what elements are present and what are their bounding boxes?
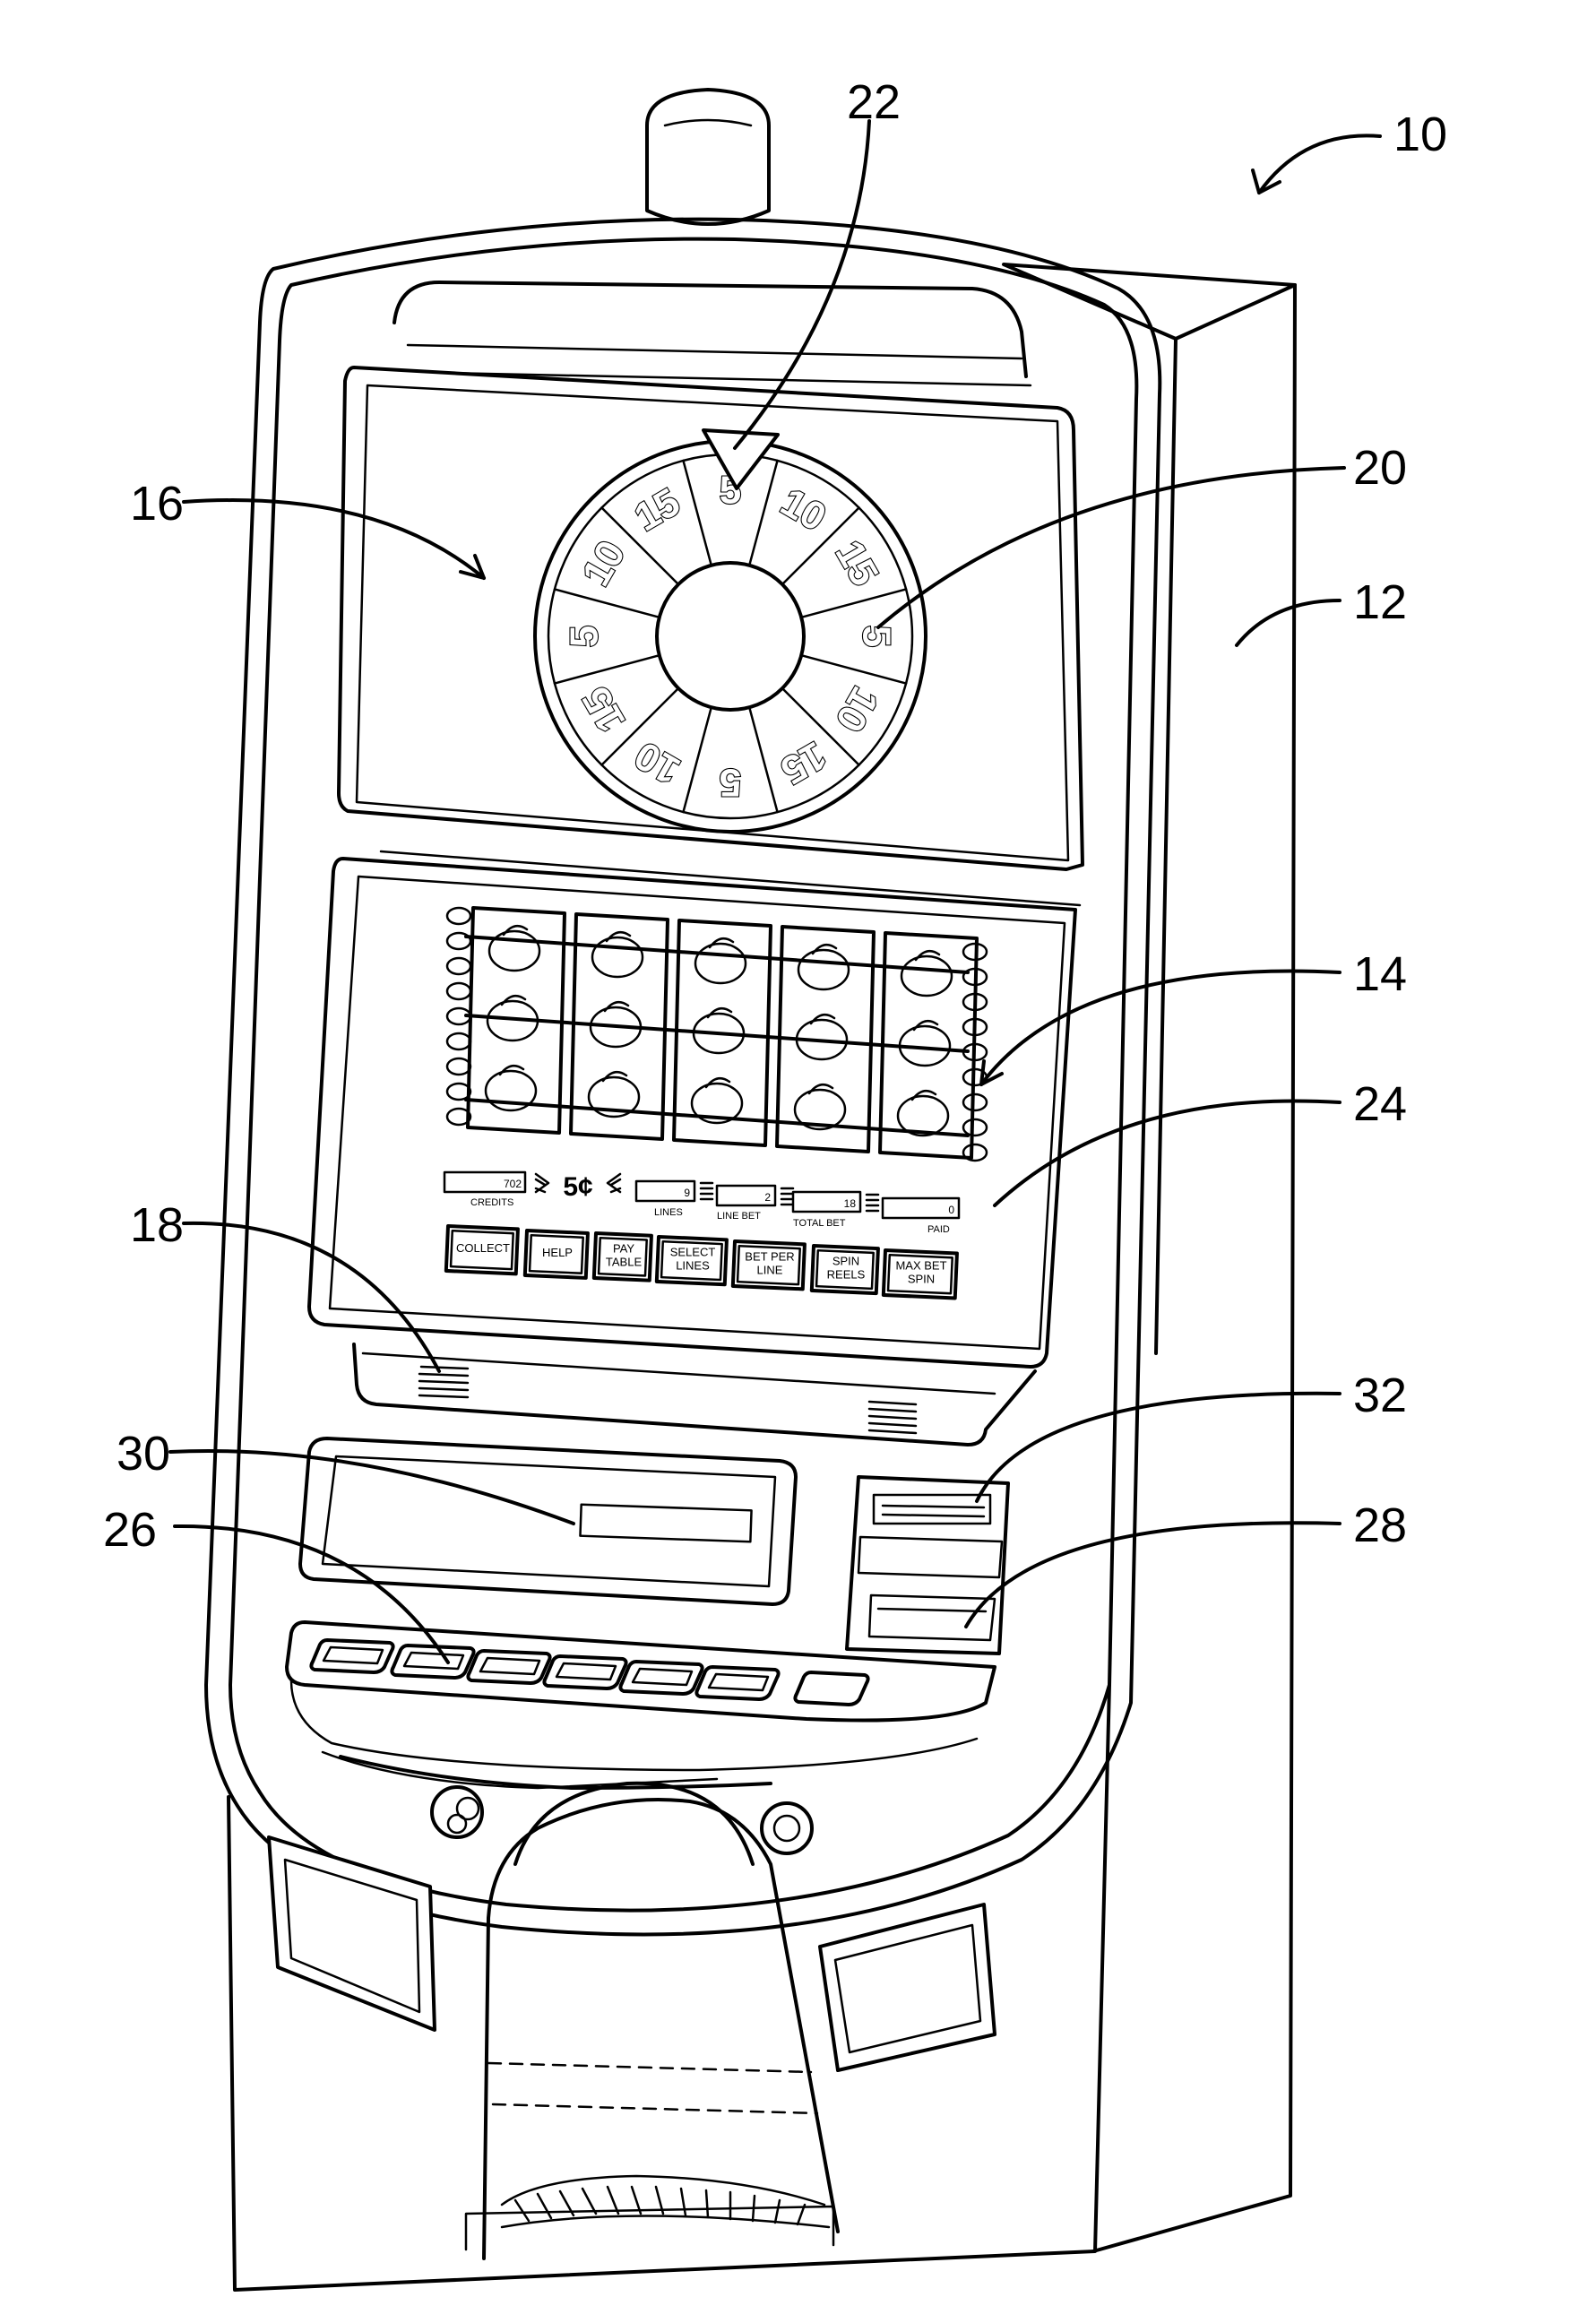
- speaker-grille-right: [869, 1402, 916, 1433]
- button-pay-table[interactable]: PAYTABLE: [594, 1233, 651, 1281]
- wheel-segment-label: 5: [854, 626, 898, 647]
- deck-buttons: [311, 1640, 867, 1705]
- bonus-wheel: 51015510155101551015: [535, 441, 926, 832]
- ref-22: 22: [847, 75, 901, 129]
- button-bet-per-line-label: BET PER: [745, 1250, 794, 1264]
- reference-callouts: 10 22 16 20 12 14 24 18 30 26 32 28: [103, 75, 1447, 1662]
- button-max-bet-spin-label: SPIN: [908, 1273, 935, 1286]
- line-bet-label: LINE BET: [717, 1211, 761, 1222]
- ref-10: 10: [1393, 108, 1447, 161]
- ref-18: 18: [130, 1198, 184, 1252]
- lower-right-panel: [820, 1904, 995, 2070]
- credits-value: 702: [504, 1178, 522, 1190]
- button-pay-table-label: PAY: [613, 1242, 634, 1256]
- ref-20: 20: [1353, 441, 1407, 495]
- lines-value: 9: [684, 1187, 690, 1199]
- wheel-segment-label: 5: [720, 760, 741, 804]
- reel-area: [447, 908, 987, 1161]
- ref-16: 16: [130, 477, 184, 531]
- paid-value: 0: [948, 1204, 954, 1216]
- denomination: 5¢: [563, 1172, 592, 1202]
- button-collect-label: COLLECT: [456, 1241, 510, 1255]
- paid-label: PAID: [927, 1224, 950, 1235]
- button-select-lines-label: LINES: [676, 1259, 710, 1273]
- candle-light: [647, 90, 769, 224]
- button-bet-per-line-label: LINE: [757, 1264, 783, 1277]
- total-bet-label: TOTAL BET: [793, 1218, 846, 1229]
- total-bet-value: 18: [844, 1197, 857, 1210]
- deck-button-7[interactable]: [795, 1672, 867, 1705]
- ref-32: 32: [1353, 1369, 1407, 1422]
- button-spin-reels-label: REELS: [827, 1268, 866, 1282]
- wheel-segment-label: 5: [563, 626, 607, 647]
- credits-label: CREDITS: [470, 1197, 513, 1208]
- button-max-bet-spin[interactable]: MAX BETSPIN: [884, 1250, 957, 1298]
- ref-28: 28: [1353, 1498, 1407, 1552]
- button-collect[interactable]: COLLECT: [446, 1226, 518, 1274]
- button-select-lines-label: SELECT: [670, 1246, 716, 1259]
- button-pay-table-label: TABLE: [606, 1256, 643, 1269]
- key-lock-left[interactable]: [432, 1787, 482, 1837]
- key-lock-right[interactable]: [762, 1803, 812, 1853]
- ref-14: 14: [1353, 947, 1407, 1001]
- lower-left-panel: [269, 1837, 435, 2030]
- ref-12: 12: [1353, 575, 1407, 629]
- top-panel: [394, 282, 1031, 385]
- button-max-bet-spin-label: MAX BET: [895, 1259, 946, 1273]
- ref-30: 30: [116, 1427, 170, 1481]
- wheel-hub: [657, 563, 804, 710]
- speaker-grille-left: [419, 1367, 468, 1397]
- button-help[interactable]: HELP: [525, 1231, 588, 1278]
- player-tracking-panel: [300, 1438, 796, 1604]
- button-help-label: HELP: [542, 1246, 573, 1259]
- button-spin-reels[interactable]: SPINREELS: [812, 1246, 878, 1293]
- button-bet-per-line[interactable]: BET PERLINE: [733, 1241, 805, 1289]
- line-bet-value: 2: [764, 1191, 771, 1204]
- lower-cabinet: [269, 1783, 995, 2258]
- ref-26: 26: [103, 1503, 157, 1557]
- button-select-lines[interactable]: SELECTLINES: [657, 1237, 727, 1284]
- button-spin-reels-label: SPIN: [833, 1255, 859, 1268]
- lines-label: LINES: [654, 1207, 683, 1218]
- ref-24: 24: [1353, 1077, 1407, 1131]
- player-tracking-display: [580, 1505, 751, 1542]
